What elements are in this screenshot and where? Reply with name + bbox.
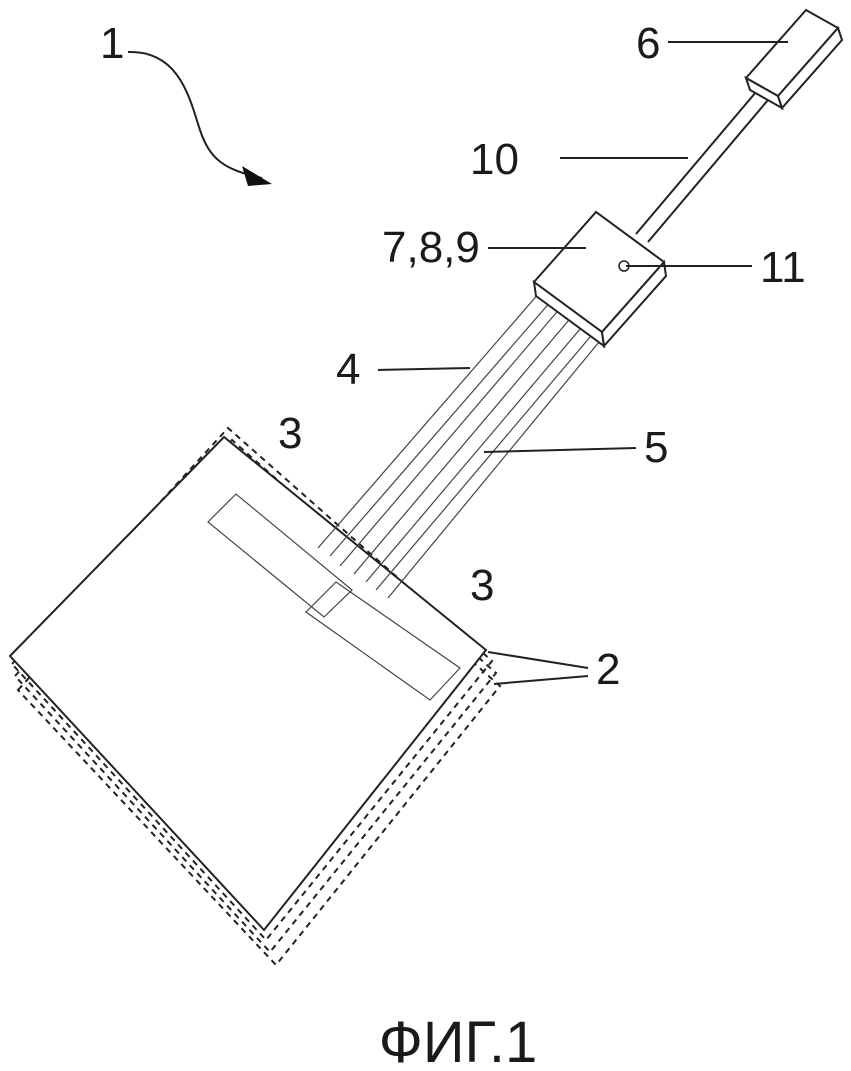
label-wire-b: 5 (644, 423, 668, 472)
label-indicator: 11 (760, 243, 806, 292)
label-module: 7,8,9 (382, 223, 480, 272)
label-connector: 6 (636, 19, 660, 68)
leader-wire-b (483, 447, 637, 453)
figure-caption: ФИГ.1 (379, 1010, 537, 1071)
label-wire-a: 4 (336, 345, 360, 394)
cable (635, 91, 769, 243)
label-cable: 10 (470, 135, 519, 184)
leader-cell-top (487, 651, 589, 669)
module-box (532, 210, 668, 349)
connector (744, 8, 844, 111)
battery-stack (8, 426, 502, 967)
leader-wire-a (377, 367, 471, 371)
wire-bundle (317, 291, 605, 599)
assembly-arrow (127, 50, 272, 186)
leader-cell-bottom (493, 675, 589, 685)
label-assembly: 1 (100, 19, 124, 68)
cell-tabs (207, 493, 461, 701)
label-tab-upper: 3 (278, 409, 302, 458)
label-tab-lower: 3 (470, 561, 494, 610)
label-battery-cells: 2 (596, 645, 620, 694)
